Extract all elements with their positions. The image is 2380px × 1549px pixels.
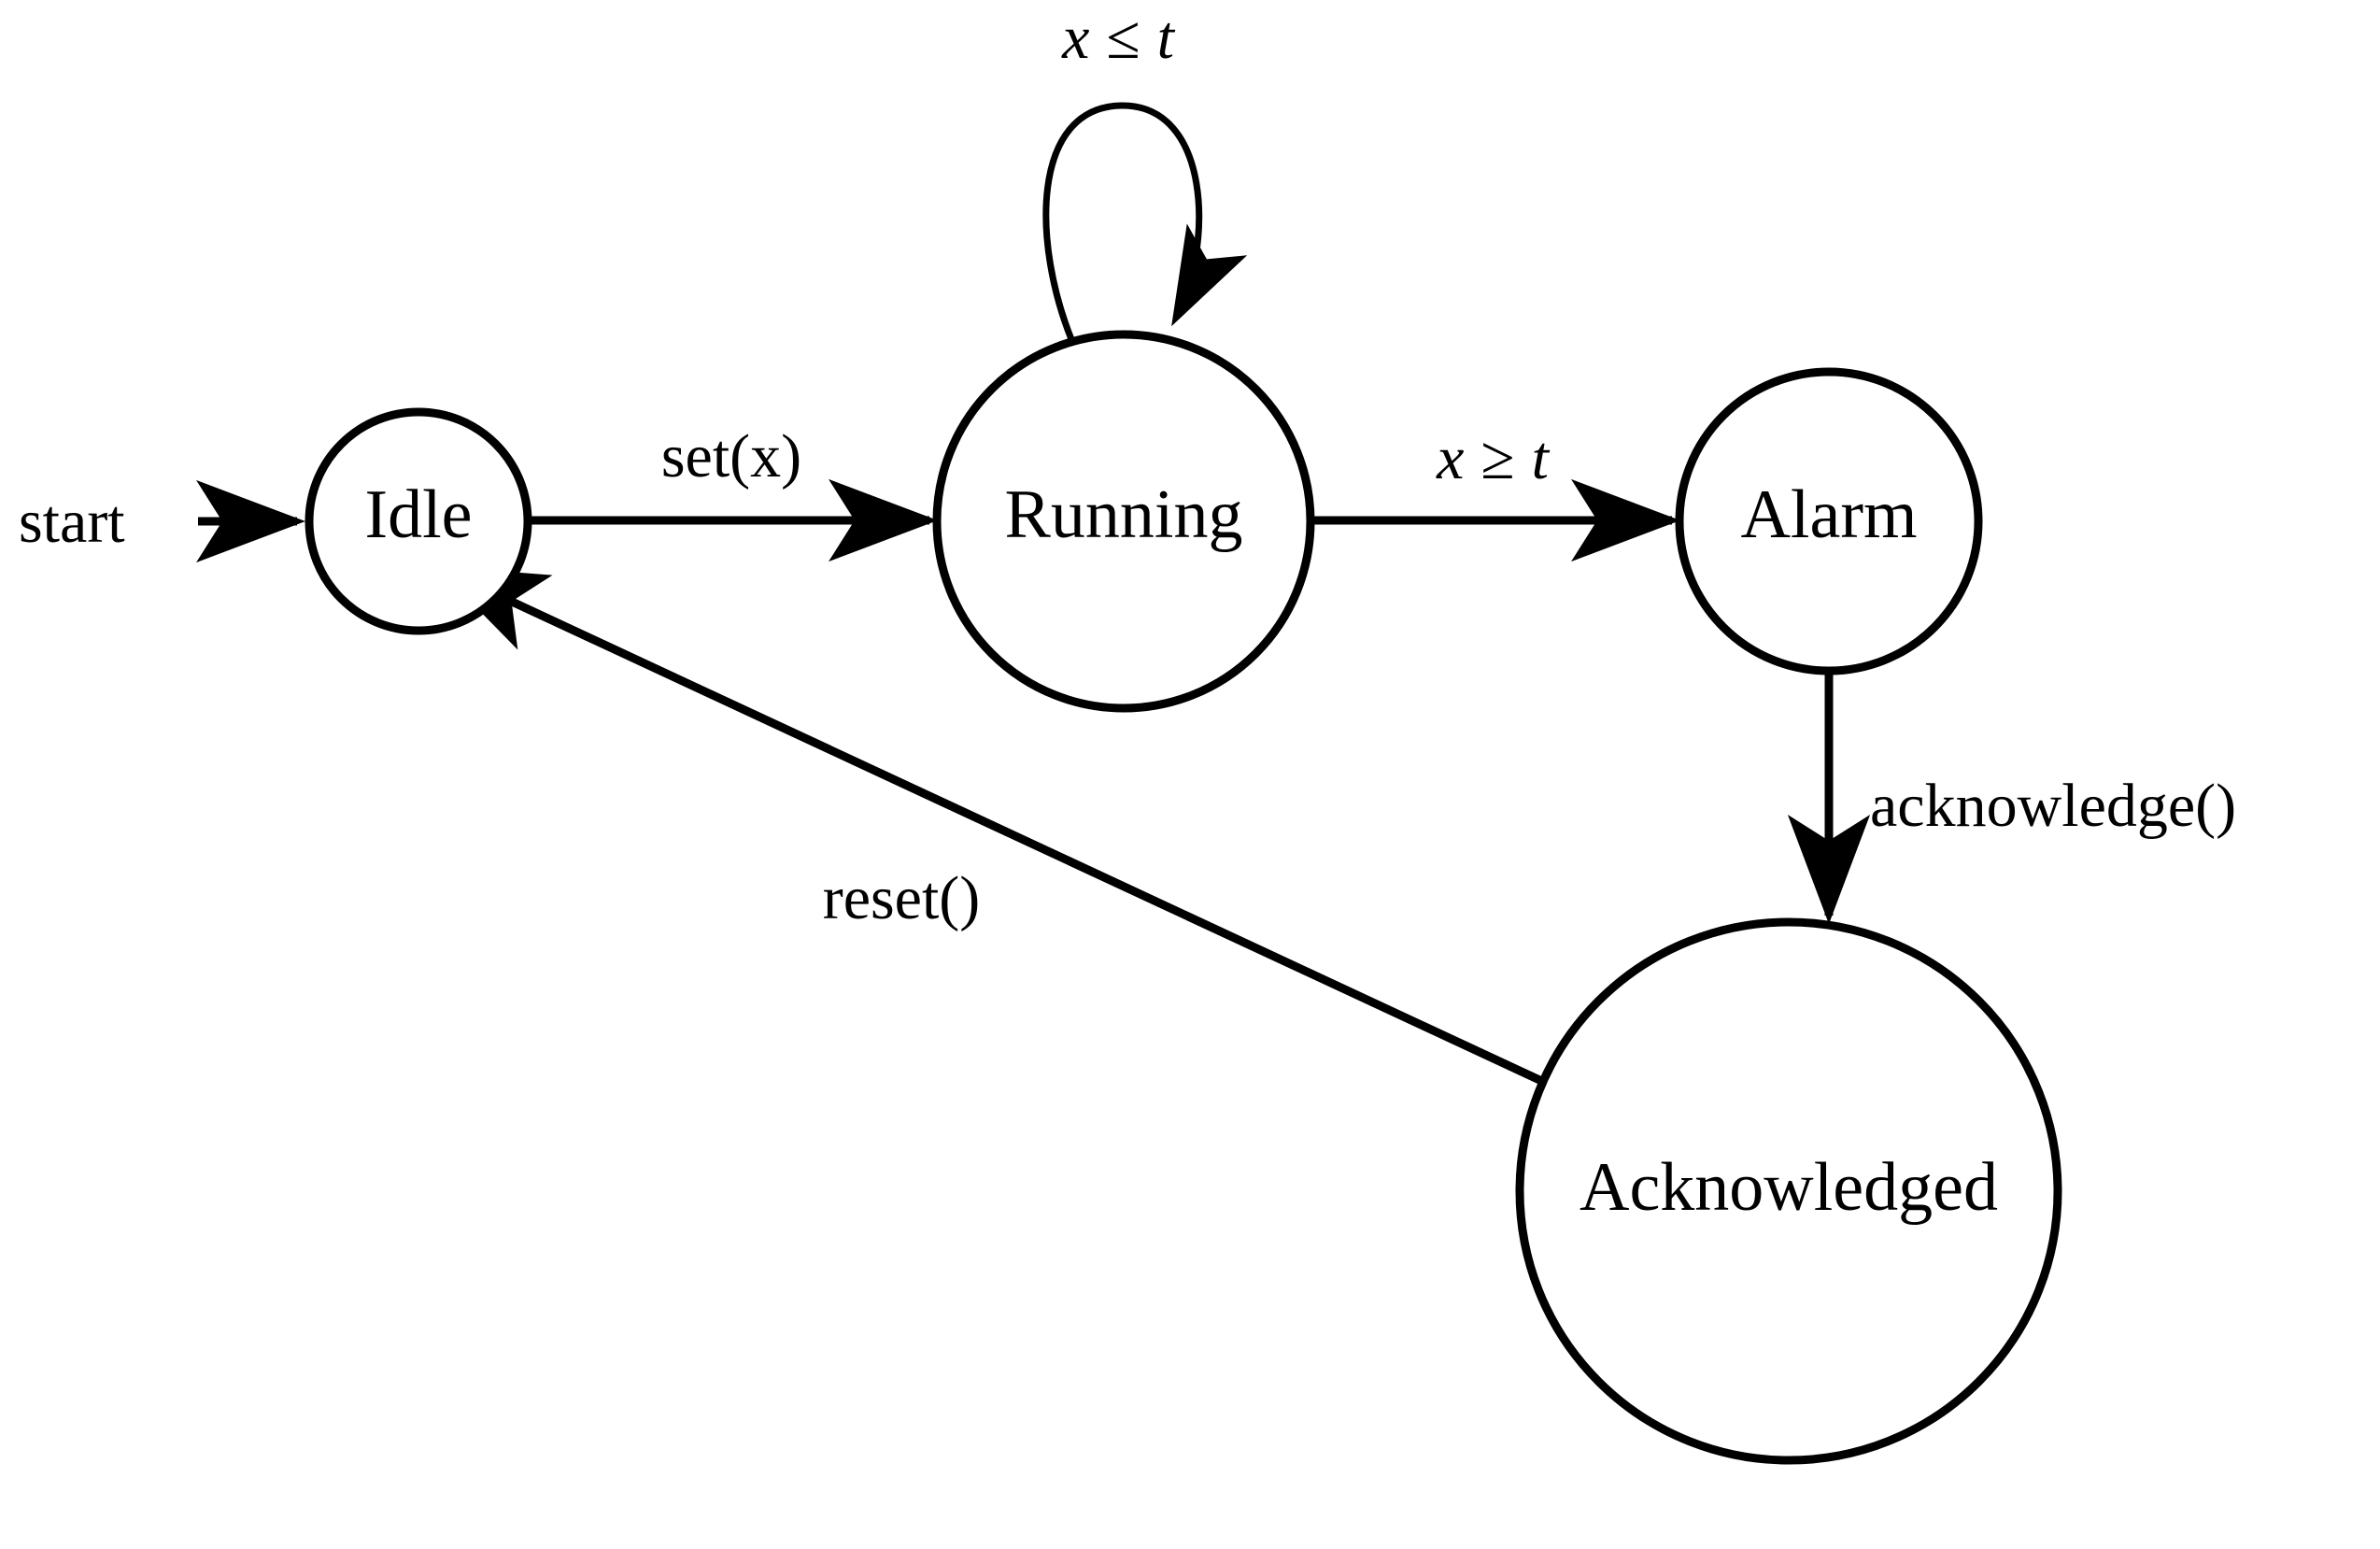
- edge-label-set: set(x): [661, 422, 801, 490]
- state-label-running: Running: [1005, 476, 1243, 553]
- edge-label-reset: reset(): [823, 864, 981, 932]
- state-node-alarm[interactable]: [1675, 367, 1983, 675]
- state-label-idle: Idle: [364, 476, 472, 553]
- state-label-acknowledged: Acknowledged: [1580, 1149, 1998, 1226]
- edge-running-self-loop: [1042, 102, 1248, 346]
- state-node-running[interactable]: [932, 330, 1315, 713]
- state-label-alarm: Alarm: [1740, 476, 1917, 553]
- edge-label-acknowledge: acknowledge(): [1870, 772, 2236, 840]
- state-node-idle[interactable]: [305, 407, 532, 635]
- start-label: start: [19, 488, 125, 556]
- state-node-acknowledged[interactable]: [1515, 917, 2062, 1465]
- edge-acknowledged-to-idle: [435, 565, 1565, 1096]
- edge-label-expire-guard: x≥t: [1436, 424, 1551, 492]
- edge-label-self-loop-guard: x≤t: [1061, 4, 1176, 72]
